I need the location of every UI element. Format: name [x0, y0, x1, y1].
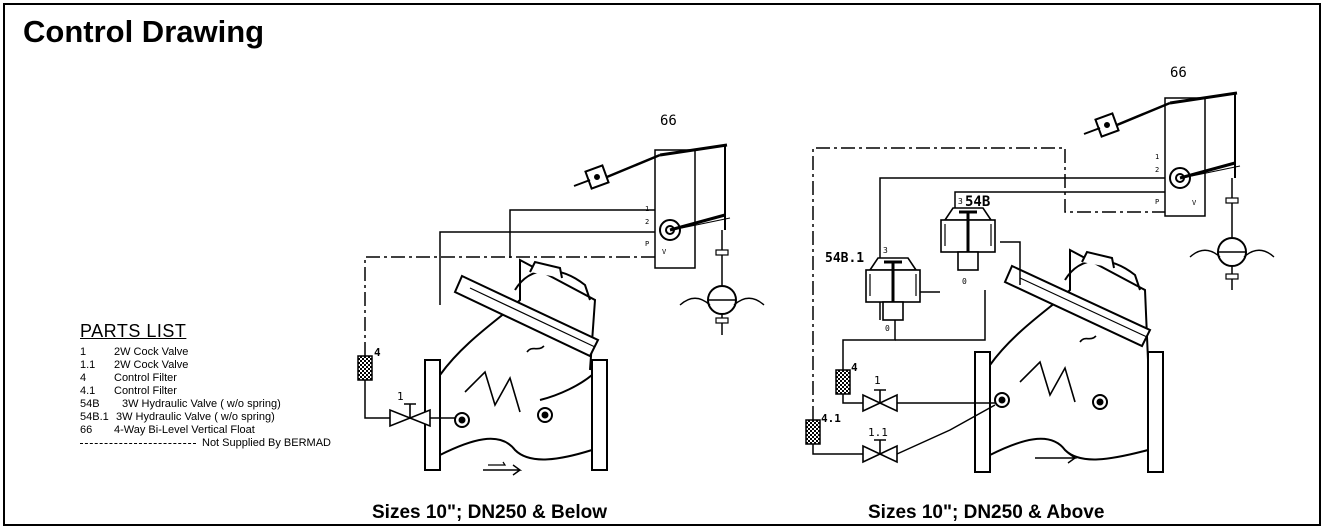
- parts-list-item: 1 2W Cock Valve: [80, 346, 281, 359]
- right-label-66: 66: [1170, 65, 1187, 81]
- part-number: 4: [80, 372, 87, 384]
- dash-dot-line-legend: [80, 443, 196, 444]
- left-float-pilot-66: [573, 143, 765, 335]
- right-hydraulic-valve-54b1: [865, 257, 921, 321]
- right-label-1: 1: [874, 374, 881, 387]
- right-control-filter-4: [835, 369, 851, 395]
- left-label-4: 4: [374, 346, 381, 359]
- part-label: 2W Cock Valve: [114, 359, 189, 371]
- right-54b-port-0: 0: [962, 277, 967, 286]
- left-label-66: 66: [660, 113, 677, 129]
- parts-list-item: 1.1 2W Cock Valve: [80, 359, 281, 372]
- left-port-1: 1: [645, 205, 649, 213]
- right-float-pilot-66: [1083, 91, 1275, 290]
- left-label-1: 1: [397, 390, 404, 403]
- right-54b1-port-0: 0: [885, 324, 890, 333]
- caption-right: Sizes 10"; DN250 & Above: [868, 502, 1105, 523]
- part-label: 3W Hydraulic Valve ( w/o spring): [122, 398, 281, 410]
- left-control-filter-4: [357, 355, 373, 381]
- page-title: Control Drawing: [23, 14, 265, 49]
- right-port-1: 1: [1155, 153, 1159, 161]
- right-cock-valve-1: [862, 389, 898, 413]
- part-number: 1.1: [80, 359, 96, 371]
- parts-list-item: 54B 3W Hydraulic Valve ( w/o spring): [80, 398, 281, 411]
- part-number: 54B: [80, 398, 100, 410]
- left-port-p: P: [645, 240, 649, 248]
- part-label: 2W Cock Valve: [114, 346, 189, 358]
- part-number: 54B.1: [80, 411, 109, 423]
- right-control-filter-4-1: [805, 419, 821, 445]
- right-label-4-1: 4.1: [821, 412, 841, 425]
- parts-list: PARTS LIST 1 2W Cock Valve 1.1 2W Cock Val…: [80, 321, 331, 450]
- right-54b1-port-3: 3: [883, 246, 888, 255]
- parts-list-item: 54B.1 3W Hydraulic Valve ( w/o spring): [80, 411, 281, 424]
- right-diagram: [805, 91, 1275, 473]
- part-number: 66: [80, 424, 93, 436]
- parts-list-item: 66 4-Way Bi-Level Vertical Float: [80, 424, 281, 437]
- not-supplied-label: Not Supplied By BERMAD: [202, 437, 331, 449]
- caption-left: Sizes 10"; DN250 & Below: [372, 502, 607, 523]
- left-main-valve: [424, 258, 608, 476]
- left-port-2: 2: [645, 218, 649, 226]
- right-label-54b: 54B: [965, 194, 990, 210]
- part-label: Control Filter: [114, 372, 177, 384]
- right-hydraulic-valve-54b: [940, 207, 996, 271]
- right-port-v: V: [1192, 199, 1197, 207]
- part-label: 3W Hydraulic Valve ( w/o spring): [116, 411, 275, 423]
- right-port-p: P: [1155, 198, 1159, 206]
- part-number: 4.1: [80, 385, 96, 397]
- part-number: 1: [80, 346, 87, 358]
- drawing-frame: [3, 3, 1321, 526]
- right-port-2: 2: [1155, 166, 1159, 174]
- parts-list-item: 4.1 Control Filter: [80, 385, 281, 398]
- parts-list-not-supplied: Not Supplied By BERMAD: [80, 437, 331, 450]
- part-label: Control Filter: [114, 385, 177, 397]
- right-label-54b1: 54B.1: [825, 251, 864, 266]
- right-54b-port-3: 3: [958, 197, 963, 206]
- right-main-valve: [974, 248, 1164, 473]
- parts-list-item: 4 Control Filter: [80, 372, 281, 385]
- part-label: 4-Way Bi-Level Vertical Float: [114, 424, 255, 436]
- parts-list-heading: PARTS LIST: [80, 321, 187, 341]
- left-diagram: [357, 143, 765, 476]
- right-cock-valve-1-1: [862, 439, 898, 464]
- left-port-v: V: [662, 248, 667, 256]
- right-label-4: 4: [851, 361, 858, 374]
- right-label-1-1: 1.1: [868, 426, 888, 439]
